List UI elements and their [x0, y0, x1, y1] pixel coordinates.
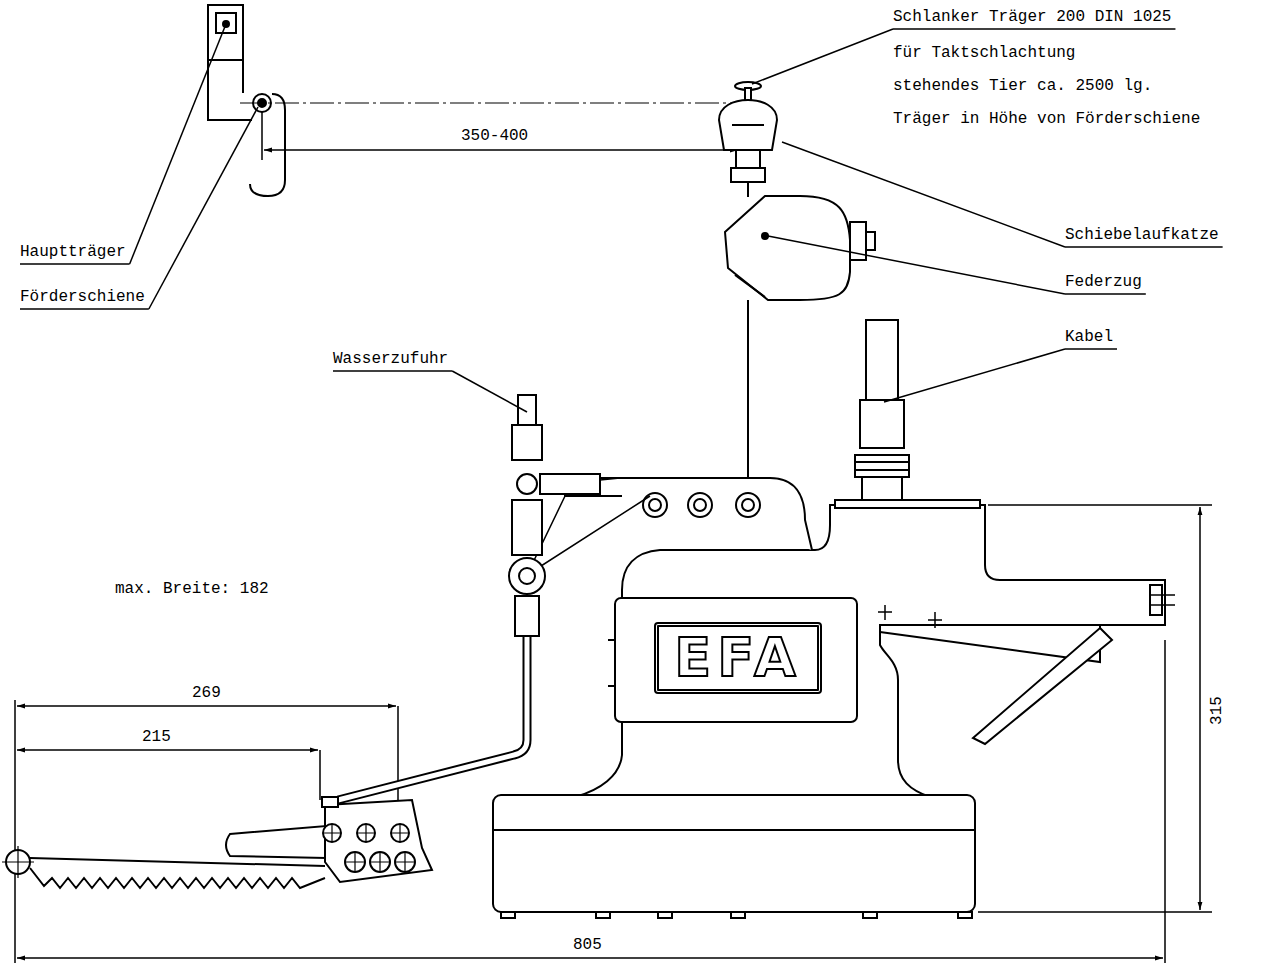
callout-label: Hauptträger [20, 243, 126, 262]
note-text: Träger in Höhe von Förderschiene [893, 110, 1200, 129]
leader-line [452, 371, 527, 412]
logo-text: EFA [674, 628, 801, 688]
label-underline [1065, 293, 1146, 295]
dimension-value: 215 [142, 728, 171, 747]
callout-label: Kabel [1065, 328, 1113, 347]
label-underline [333, 370, 452, 372]
callout-label: Förderschiene [20, 288, 145, 307]
note-text: für Taktschlachtung [893, 44, 1075, 63]
dimension-value: 315 [1208, 696, 1227, 725]
dimension-value: 269 [192, 684, 221, 703]
label-underline [893, 28, 1175, 30]
label-underline [1065, 246, 1223, 248]
label-underline [20, 308, 149, 310]
leader-line [768, 236, 1065, 294]
note-text: max. Breite: 182 [115, 580, 269, 599]
callout-label: Schlanker Träger 200 DIN 1025 [893, 8, 1171, 27]
leader-line [130, 24, 226, 264]
stunner-body [493, 478, 1175, 918]
leader-line [149, 107, 258, 309]
cable-connector [835, 320, 980, 508]
overhead-rail [208, 5, 760, 196]
callout-label: Schiebelaufkatze [1065, 226, 1219, 245]
label-underline [1065, 348, 1117, 350]
dimension-value: 350-400 [458, 127, 531, 146]
leader-line [752, 29, 893, 84]
logo-box: EFA [654, 622, 822, 694]
callout-label: Wasserzufuhr [333, 350, 448, 369]
note-text: stehendes Tier ca. 2500 lg. [893, 77, 1152, 96]
water-valve [338, 395, 650, 800]
leader-line [782, 142, 1065, 247]
label-underline [20, 263, 130, 265]
saw-blade [2, 797, 432, 888]
dimension-value: 805 [573, 936, 602, 955]
dimension-lines [15, 112, 1212, 963]
callout-label: Federzug [1065, 273, 1142, 292]
trolley-and-balancer [719, 82, 875, 493]
leader-line [884, 349, 1065, 402]
